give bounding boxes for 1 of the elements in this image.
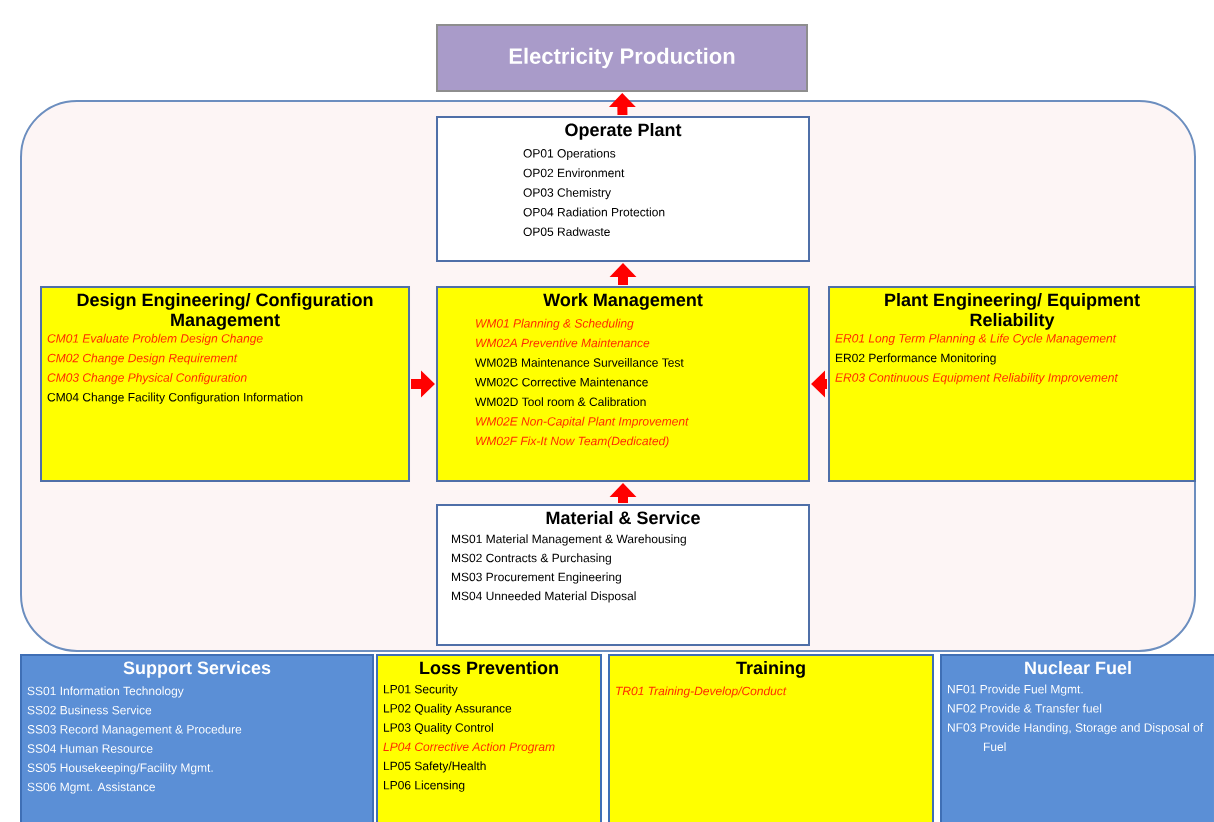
title-box: Electricity Production	[436, 24, 808, 92]
